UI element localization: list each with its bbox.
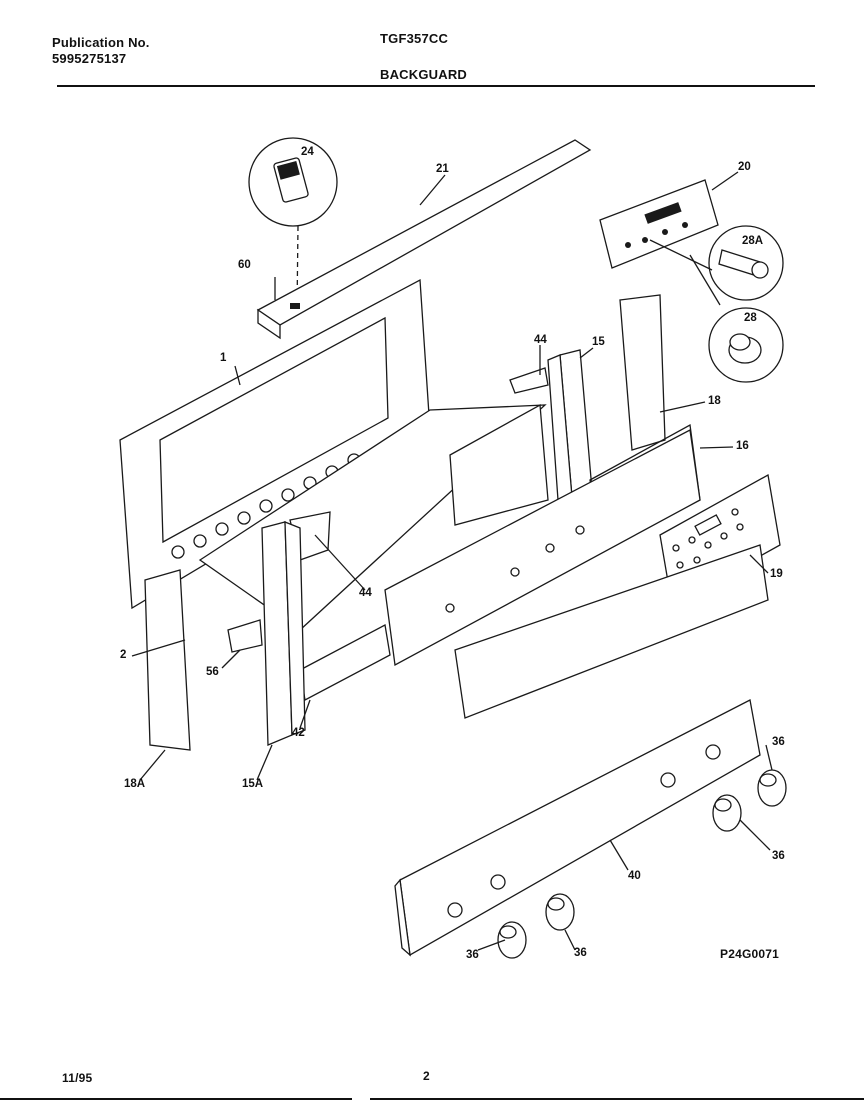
part-56	[227, 619, 263, 653]
part-24-switch-detail	[248, 137, 338, 311]
callout-36-top-right: 36	[772, 736, 785, 748]
callout-18a: 18A	[124, 778, 146, 790]
part-28-knob-detail	[708, 307, 784, 383]
lower-glass-panel	[454, 544, 769, 719]
model-number: TGF357CC	[380, 31, 449, 46]
part-36-knob-4	[497, 921, 527, 959]
callout-21: 21	[436, 163, 449, 175]
section-title: BACKGUARD	[380, 67, 468, 82]
part-28a-knob-stem-detail	[708, 225, 784, 301]
diagram-code: P24G0071	[720, 947, 779, 961]
publication-number: 5995275137	[52, 51, 127, 66]
publication-label: Publication No.	[52, 35, 150, 50]
part-18a-left-end-cap	[144, 569, 191, 751]
part-36-knob-2	[712, 794, 742, 832]
part-36-knob-1	[757, 769, 787, 807]
part-36-knob-3	[545, 893, 575, 931]
callout-2: 2	[120, 649, 127, 661]
callout-36-mid-right: 36	[772, 850, 785, 862]
callout-28a: 28A	[742, 235, 764, 247]
main-control-panel	[384, 428, 701, 667]
callout-28: 28	[744, 312, 757, 324]
callout-20: 20	[738, 161, 751, 173]
callout-1: 1	[220, 352, 227, 364]
part-20-clock-timer	[599, 179, 721, 306]
part-44-right-bracket	[509, 367, 549, 394]
callout-42: 42	[292, 727, 305, 739]
callout-56: 56	[206, 666, 219, 678]
page-number: 2	[423, 1069, 430, 1083]
part-15a-left-bracket	[261, 521, 306, 746]
callout-36-bottom-mid: 36	[574, 947, 587, 959]
callout-36-bottom-left: 36	[466, 949, 479, 961]
footer-rule-left	[0, 1098, 352, 1100]
callout-16: 16	[736, 440, 749, 452]
callout-40: 40	[628, 870, 641, 882]
callout-15: 15	[592, 336, 605, 348]
part-40-manifold-panel	[394, 699, 761, 957]
callout-44-lower: 44	[359, 587, 372, 599]
callout-18: 18	[708, 395, 721, 407]
callout-44-upper: 44	[534, 334, 547, 346]
part-18-right-end-cap	[619, 294, 666, 451]
part-21-top-trim	[256, 139, 592, 340]
callout-15a: 15A	[242, 778, 264, 790]
callout-60: 60	[238, 259, 251, 271]
part-15-right-bracket	[547, 349, 593, 501]
callout-19: 19	[770, 568, 783, 580]
leader-lines	[131, 171, 773, 951]
header-rule	[57, 85, 815, 87]
footer-rule-right	[370, 1098, 864, 1100]
footer-date: 11/95	[62, 1071, 93, 1085]
callout-24: 24	[301, 146, 314, 158]
part-42-channel	[299, 624, 391, 701]
